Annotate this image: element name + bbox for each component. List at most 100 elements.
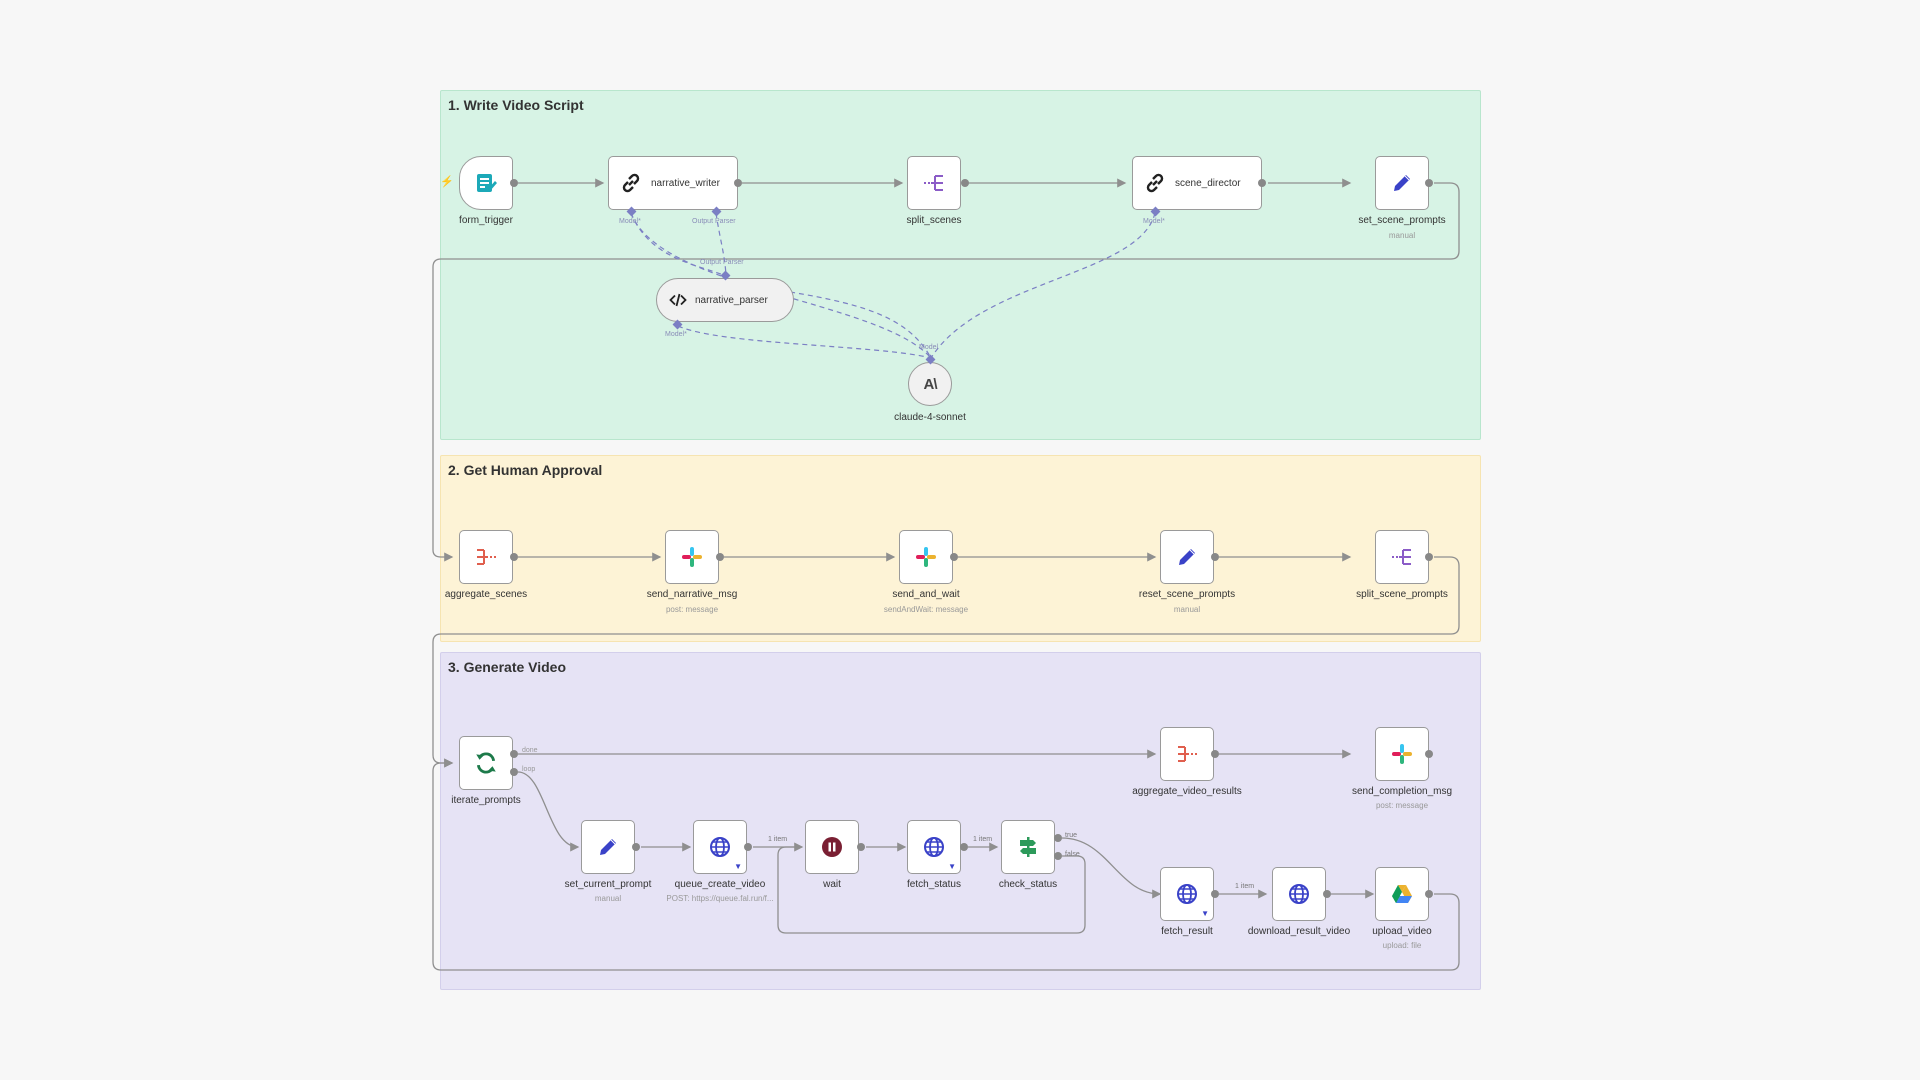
queue-create-video-node[interactable]: ▼ <box>693 820 747 874</box>
scene-director-node[interactable]: scene_director <box>1132 156 1262 210</box>
aggregate-icon <box>474 545 498 569</box>
model-port-label: Model* <box>1143 218 1165 225</box>
item-count-label: 1 item <box>1235 883 1255 890</box>
google-drive-icon <box>1390 882 1414 906</box>
section-write-video-script[interactable]: 1. Write Video Script <box>440 90 1481 440</box>
output-port[interactable] <box>510 553 518 561</box>
model-target-label: Model <box>919 344 939 351</box>
output-port[interactable] <box>1425 750 1433 758</box>
node-label: set_current_prompt <box>564 879 652 890</box>
output-port[interactable] <box>1211 890 1219 898</box>
set-current-prompt-node[interactable] <box>581 820 635 874</box>
section-title: 2. Get Human Approval <box>448 462 603 478</box>
wait-node[interactable] <box>805 820 859 874</box>
node-label: claude-4-sonnet <box>894 412 966 423</box>
set-scene-prompts-node[interactable] <box>1375 156 1429 210</box>
node-label: aggregate_scenes <box>444 589 528 600</box>
section-title: 3. Generate Video <box>448 659 567 675</box>
node-subtitle: POST: https://queue.fal.run/f... <box>666 894 774 903</box>
output-parser-port-label: Output Parser <box>692 218 736 225</box>
node-label: narrative_parser <box>695 294 768 306</box>
node-label: set_scene_prompts <box>1358 215 1446 226</box>
node-subtitle: post: message <box>665 605 719 614</box>
output-port[interactable] <box>960 843 968 851</box>
output-port[interactable] <box>510 179 518 187</box>
node-label: fetch_result <box>1161 926 1213 937</box>
split-scene-prompts-node[interactable] <box>1375 530 1429 584</box>
form-icon <box>474 171 498 195</box>
form-trigger-node[interactable] <box>459 156 513 210</box>
reset-scene-prompts-node[interactable] <box>1160 530 1214 584</box>
true-output-port[interactable] <box>1054 834 1062 842</box>
model-port-label: Model* <box>665 331 687 338</box>
slack-icon <box>1390 742 1414 766</box>
node-label: scene_director <box>1175 177 1241 189</box>
done-output-port[interactable] <box>510 750 518 758</box>
node-label: iterate_prompts <box>451 795 521 806</box>
node-label: split_scene_prompts <box>1356 589 1448 600</box>
check-status-node[interactable] <box>1001 820 1055 874</box>
globe-icon <box>1175 882 1199 906</box>
item-count-label: 1 item <box>768 836 788 843</box>
loop-output-port[interactable] <box>510 768 518 776</box>
slack-icon <box>914 545 938 569</box>
split-scenes-node[interactable] <box>907 156 961 210</box>
section-title: 1. Write Video Script <box>448 97 584 113</box>
chain-icon <box>1143 171 1167 195</box>
node-label: send_narrative_msg <box>646 589 738 600</box>
model-port-label: Model* <box>619 218 641 225</box>
output-port[interactable] <box>716 553 724 561</box>
output-port[interactable] <box>961 179 969 187</box>
aggregate-scenes-node[interactable] <box>459 530 513 584</box>
pin-icon: ▼ <box>1201 909 1209 918</box>
fetch-result-node[interactable]: ▼ <box>1160 867 1214 921</box>
pencil-icon <box>596 835 620 859</box>
done-port-label: done <box>522 747 538 754</box>
upload-video-node[interactable] <box>1375 867 1429 921</box>
send-and-wait-node[interactable] <box>899 530 953 584</box>
iterate-prompts-node[interactable] <box>459 736 513 790</box>
output-port[interactable] <box>1211 553 1219 561</box>
split-out-icon <box>1390 545 1414 569</box>
output-port[interactable] <box>950 553 958 561</box>
output-port[interactable] <box>1258 179 1266 187</box>
claude-4-sonnet-node[interactable]: A\ <box>908 362 952 406</box>
download-result-video-node[interactable] <box>1272 867 1326 921</box>
send-completion-msg-node[interactable] <box>1375 727 1429 781</box>
fetch-status-node[interactable]: ▼ <box>907 820 961 874</box>
output-port[interactable] <box>744 843 752 851</box>
node-subtitle: upload: file <box>1382 941 1422 950</box>
node-label: send_completion_msg <box>1351 786 1453 797</box>
node-label: send_and_wait <box>892 589 960 600</box>
node-label: aggregate_video_results <box>1132 786 1242 797</box>
output-port[interactable] <box>734 179 742 187</box>
node-subtitle: post: message <box>1375 801 1429 810</box>
send-narrative-msg-node[interactable] <box>665 530 719 584</box>
section-get-human-approval[interactable]: 2. Get Human Approval <box>440 455 1481 642</box>
output-port[interactable] <box>1425 890 1433 898</box>
item-count-label: 1 item <box>973 836 993 843</box>
slack-icon <box>680 545 704 569</box>
narrative-parser-node[interactable]: narrative_parser <box>656 278 794 322</box>
node-label: fetch_status <box>907 879 961 890</box>
node-subtitle: manual <box>594 894 622 903</box>
output-port[interactable] <box>1425 553 1433 561</box>
node-label: check_status <box>998 879 1058 890</box>
loop-port-label: loop <box>522 766 536 773</box>
globe-icon <box>922 835 946 859</box>
output-port[interactable] <box>632 843 640 851</box>
output-port[interactable] <box>1211 750 1219 758</box>
output-port[interactable] <box>857 843 865 851</box>
node-label: narrative_writer <box>651 177 720 189</box>
aggregate-video-results-node[interactable] <box>1160 727 1214 781</box>
output-port[interactable] <box>1323 890 1331 898</box>
narrative-writer-node[interactable]: narrative_writer <box>608 156 738 210</box>
trigger-bolt-icon: ⚡ <box>440 176 454 188</box>
node-label: wait <box>823 879 841 890</box>
false-port-label: false <box>1065 851 1080 858</box>
if-icon <box>1016 835 1040 859</box>
output-port[interactable] <box>1425 179 1433 187</box>
anthropic-icon: A\ <box>923 375 938 393</box>
false-output-port[interactable] <box>1054 852 1062 860</box>
